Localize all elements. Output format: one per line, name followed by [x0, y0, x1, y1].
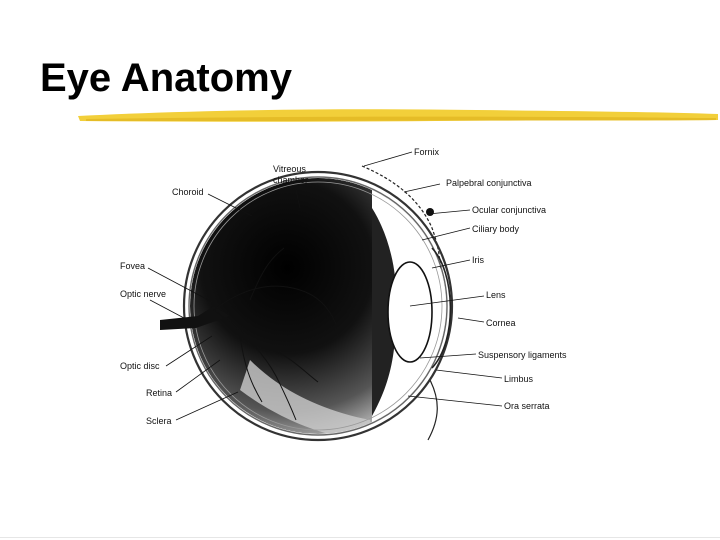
label-suspensory-ligaments: Suspensory ligaments — [478, 350, 567, 360]
slide-bottom-rule — [0, 537, 720, 538]
lower-lid-outline — [427, 379, 438, 441]
retinal-vessels — [213, 247, 337, 421]
label-lens: Lens — [486, 290, 506, 300]
underline-stroke-shade — [86, 116, 716, 121]
label-sclera: Sclera — [146, 416, 172, 426]
slide-title: Eye Anatomy — [40, 56, 292, 100]
retina-ring — [193, 181, 443, 431]
meibomian-gland — [426, 208, 434, 216]
cornea-outline — [431, 247, 452, 369]
label-ora-serrata: Ora serrata — [504, 401, 550, 411]
ciliary-region — [372, 208, 397, 416]
label-palpebral-conjunctiva: Palpebral conjunctiva — [446, 178, 532, 188]
label-vitreous-chamber-line1: Vitreous — [273, 164, 306, 174]
title-underline-brushstroke — [78, 109, 718, 122]
sclera-ring — [182, 170, 454, 442]
choroid-ring — [188, 176, 448, 436]
lens — [387, 261, 433, 363]
label-vitreous-chamber-line2: chamber — [273, 175, 308, 185]
label-cornea: Cornea — [486, 318, 516, 328]
label-retina: Retina — [146, 388, 172, 398]
retina-light-area — [240, 360, 372, 434]
label-ciliary-body: Ciliary body — [472, 224, 520, 234]
optic-nerve — [160, 306, 230, 330]
label-iris: Iris — [472, 255, 484, 265]
label-fornix: Fornix — [414, 147, 440, 157]
label-optic-disc: Optic disc — [120, 361, 160, 371]
label-limbus: Limbus — [504, 374, 534, 384]
label-fovea: Fovea — [120, 261, 145, 271]
label-ocular-conjunctiva: Ocular conjunctiva — [472, 205, 546, 215]
label-choroid: Choroid — [172, 187, 204, 197]
leader-lines — [147, 151, 503, 421]
label-optic-nerve: Optic nerve — [120, 289, 166, 299]
